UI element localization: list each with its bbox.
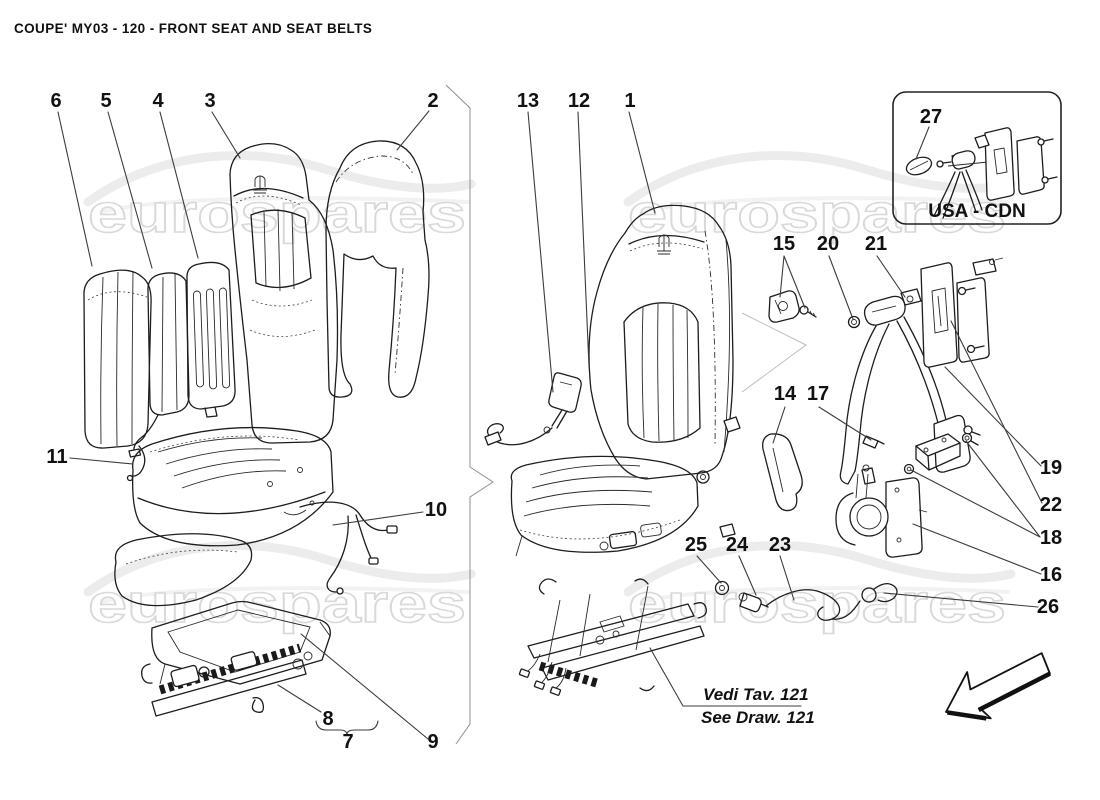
page-title: COUPE' MY03 - 120 - FRONT SEAT AND SEAT …	[14, 21, 372, 36]
callout-7: 7	[342, 731, 353, 753]
bracket-brace-7	[315, 720, 379, 736]
part-wiring-harness	[283, 500, 398, 595]
watermark-text: eurospares	[88, 572, 466, 634]
callout-6: 6	[50, 90, 61, 112]
part-backrest-foam-pad	[83, 269, 152, 482]
note-line-english: See Draw. 121	[701, 708, 815, 727]
callout-10: 10	[425, 499, 447, 521]
right-seat-assembly	[484, 204, 1004, 696]
callout-11: 11	[46, 446, 67, 468]
callout-25: 25	[685, 534, 707, 556]
watermark-text: eurospares	[628, 182, 1006, 244]
pin-17	[862, 435, 879, 449]
callout-leader-lines	[57, 110, 1043, 740]
note-line-italian: Vedi Tav. 121	[703, 685, 809, 704]
hook-ring-26	[861, 587, 877, 603]
callout-5: 5	[100, 90, 111, 112]
belt-guide-pointer	[741, 312, 807, 393]
release-handle	[762, 433, 803, 512]
watermark-bottom-left: eurospares	[83, 541, 476, 635]
part-seat-cushion	[131, 426, 334, 547]
pillar-loop	[863, 295, 906, 326]
watermark-top-right: eurospares	[623, 151, 1016, 245]
seat-control-switch	[608, 530, 638, 550]
callout-26: 26	[1037, 596, 1059, 618]
callout-2: 2	[427, 90, 438, 112]
callout-12: 12	[568, 90, 590, 112]
callout-16: 16	[1040, 564, 1062, 586]
anchor-bracket-group	[862, 432, 979, 475]
inset-region-label: USA - CDN	[928, 201, 1025, 222]
callout-13: 13	[517, 90, 539, 112]
callout-21: 21	[865, 233, 887, 255]
belt-buckle-and-cable	[484, 372, 582, 446]
watermark-text: eurospares	[628, 572, 1006, 634]
part-heating-element	[128, 272, 190, 458]
seat-backrest	[588, 204, 741, 538]
seat-rails-frame	[518, 578, 707, 696]
cable-23	[765, 589, 861, 621]
watermark-group: eurospares eurospares eurospares eurospa…	[83, 151, 1016, 635]
watermark-top-left: eurospares	[83, 151, 476, 245]
usa-cdn-inset: USA - CDN	[892, 91, 1062, 225]
callout-4: 4	[152, 90, 164, 112]
callout-15: 15	[773, 233, 795, 255]
watermark-text: eurospares	[88, 182, 466, 244]
seat-cushion-right	[510, 455, 699, 557]
callout-23: 23	[769, 534, 791, 556]
callout-22: 22	[1040, 494, 1062, 516]
callout-14: 14	[774, 383, 797, 405]
part-backrest-shell	[325, 140, 430, 398]
cap-25	[714, 580, 730, 596]
inset-belt-adjuster-drawing	[905, 127, 1058, 219]
left-seat-exploded	[83, 140, 430, 717]
callout-24: 24	[726, 534, 749, 556]
part-lumbar-frame	[186, 261, 236, 418]
callout-27: 27	[920, 106, 942, 128]
callout-17: 17	[807, 383, 829, 405]
trident-logo-left	[253, 175, 267, 194]
callout-9: 9	[427, 731, 438, 753]
retractor-assembly	[835, 464, 928, 558]
height-adjuster-plates	[920, 257, 1004, 368]
callout-20: 20	[817, 233, 839, 255]
callout-8: 8	[322, 708, 333, 730]
part-cushion-trim-cover	[114, 533, 253, 607]
callout-numbers: 6 5 4 3 2 13 12 1 27 15 20 21 14 17 11 19 22 10 18 25 24 23 16…	[46, 90, 1062, 753]
callout-19: 19	[1040, 457, 1062, 479]
buckle-cable-and-end-hook	[714, 580, 898, 621]
direction-arrow-icon	[945, 652, 1051, 721]
belt-guide-bracket-and-screw	[768, 290, 817, 323]
part-seat-pan-and-frame	[141, 600, 331, 717]
callout-3: 3	[204, 90, 215, 112]
section-divider-line	[445, 84, 494, 745]
callout-1: 1	[624, 90, 635, 112]
callout-18: 18	[1040, 527, 1062, 549]
watermark-bottom-right: eurospares	[623, 541, 1016, 635]
trident-logo-right	[657, 234, 671, 255]
sensor-24	[739, 592, 762, 613]
reference-note: Vedi Tav. 121 See Draw. 121	[649, 647, 815, 727]
part-backrest-cover	[229, 143, 339, 444]
belt-nut-20	[847, 315, 861, 329]
